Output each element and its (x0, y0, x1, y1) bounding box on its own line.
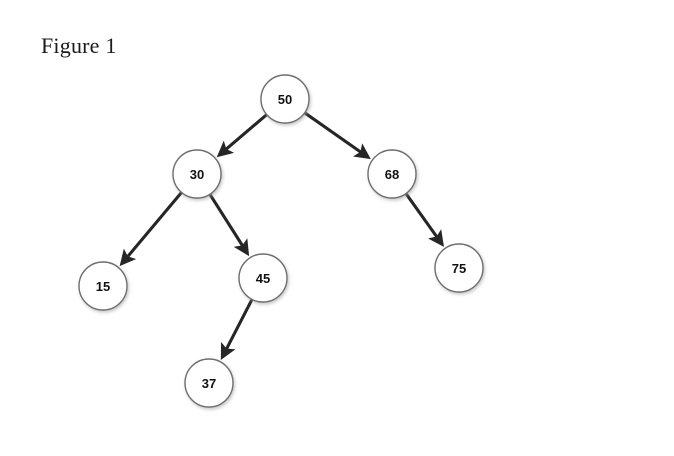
node-circle-15 (78, 261, 128, 311)
node-circle-50 (260, 74, 310, 124)
tree-edge-50-to-30 (216, 113, 268, 158)
tree-edge-30-to-15 (119, 191, 183, 267)
tree-edge-30-to-45 (208, 193, 250, 257)
node-label-15: 15 (96, 279, 110, 294)
tree-edge-45-to-37 (220, 299, 254, 360)
node-label-68: 68 (385, 167, 399, 182)
tree-edge-68-to-75 (404, 193, 444, 247)
tree-node-30[interactable]: 30 (172, 149, 222, 199)
tree-node-68[interactable]: 68 (367, 149, 417, 199)
node-label-37: 37 (202, 376, 216, 391)
tree-node-45[interactable]: 45 (238, 253, 288, 303)
node-circle-75 (434, 243, 484, 293)
node-circle-68 (367, 149, 417, 199)
node-label-30: 30 (190, 167, 204, 182)
node-label-75: 75 (452, 261, 466, 276)
tree-node-37[interactable]: 37 (184, 358, 234, 408)
tree-node-15[interactable]: 15 (78, 261, 128, 311)
node-circle-45 (238, 253, 288, 303)
page-title: Figure 1 (41, 33, 117, 58)
node-circle-37 (184, 358, 234, 408)
edges-layer (119, 111, 444, 360)
tree-node-75[interactable]: 75 (434, 243, 484, 293)
node-circle-30 (172, 149, 222, 199)
node-label-45: 45 (256, 271, 270, 286)
nodes-layer: 50 30 68 15 45 75 37 (78, 74, 484, 408)
tree-node-50[interactable]: 50 (260, 74, 310, 124)
tree-edge-50-to-68 (304, 111, 371, 160)
node-label-50: 50 (278, 92, 292, 107)
